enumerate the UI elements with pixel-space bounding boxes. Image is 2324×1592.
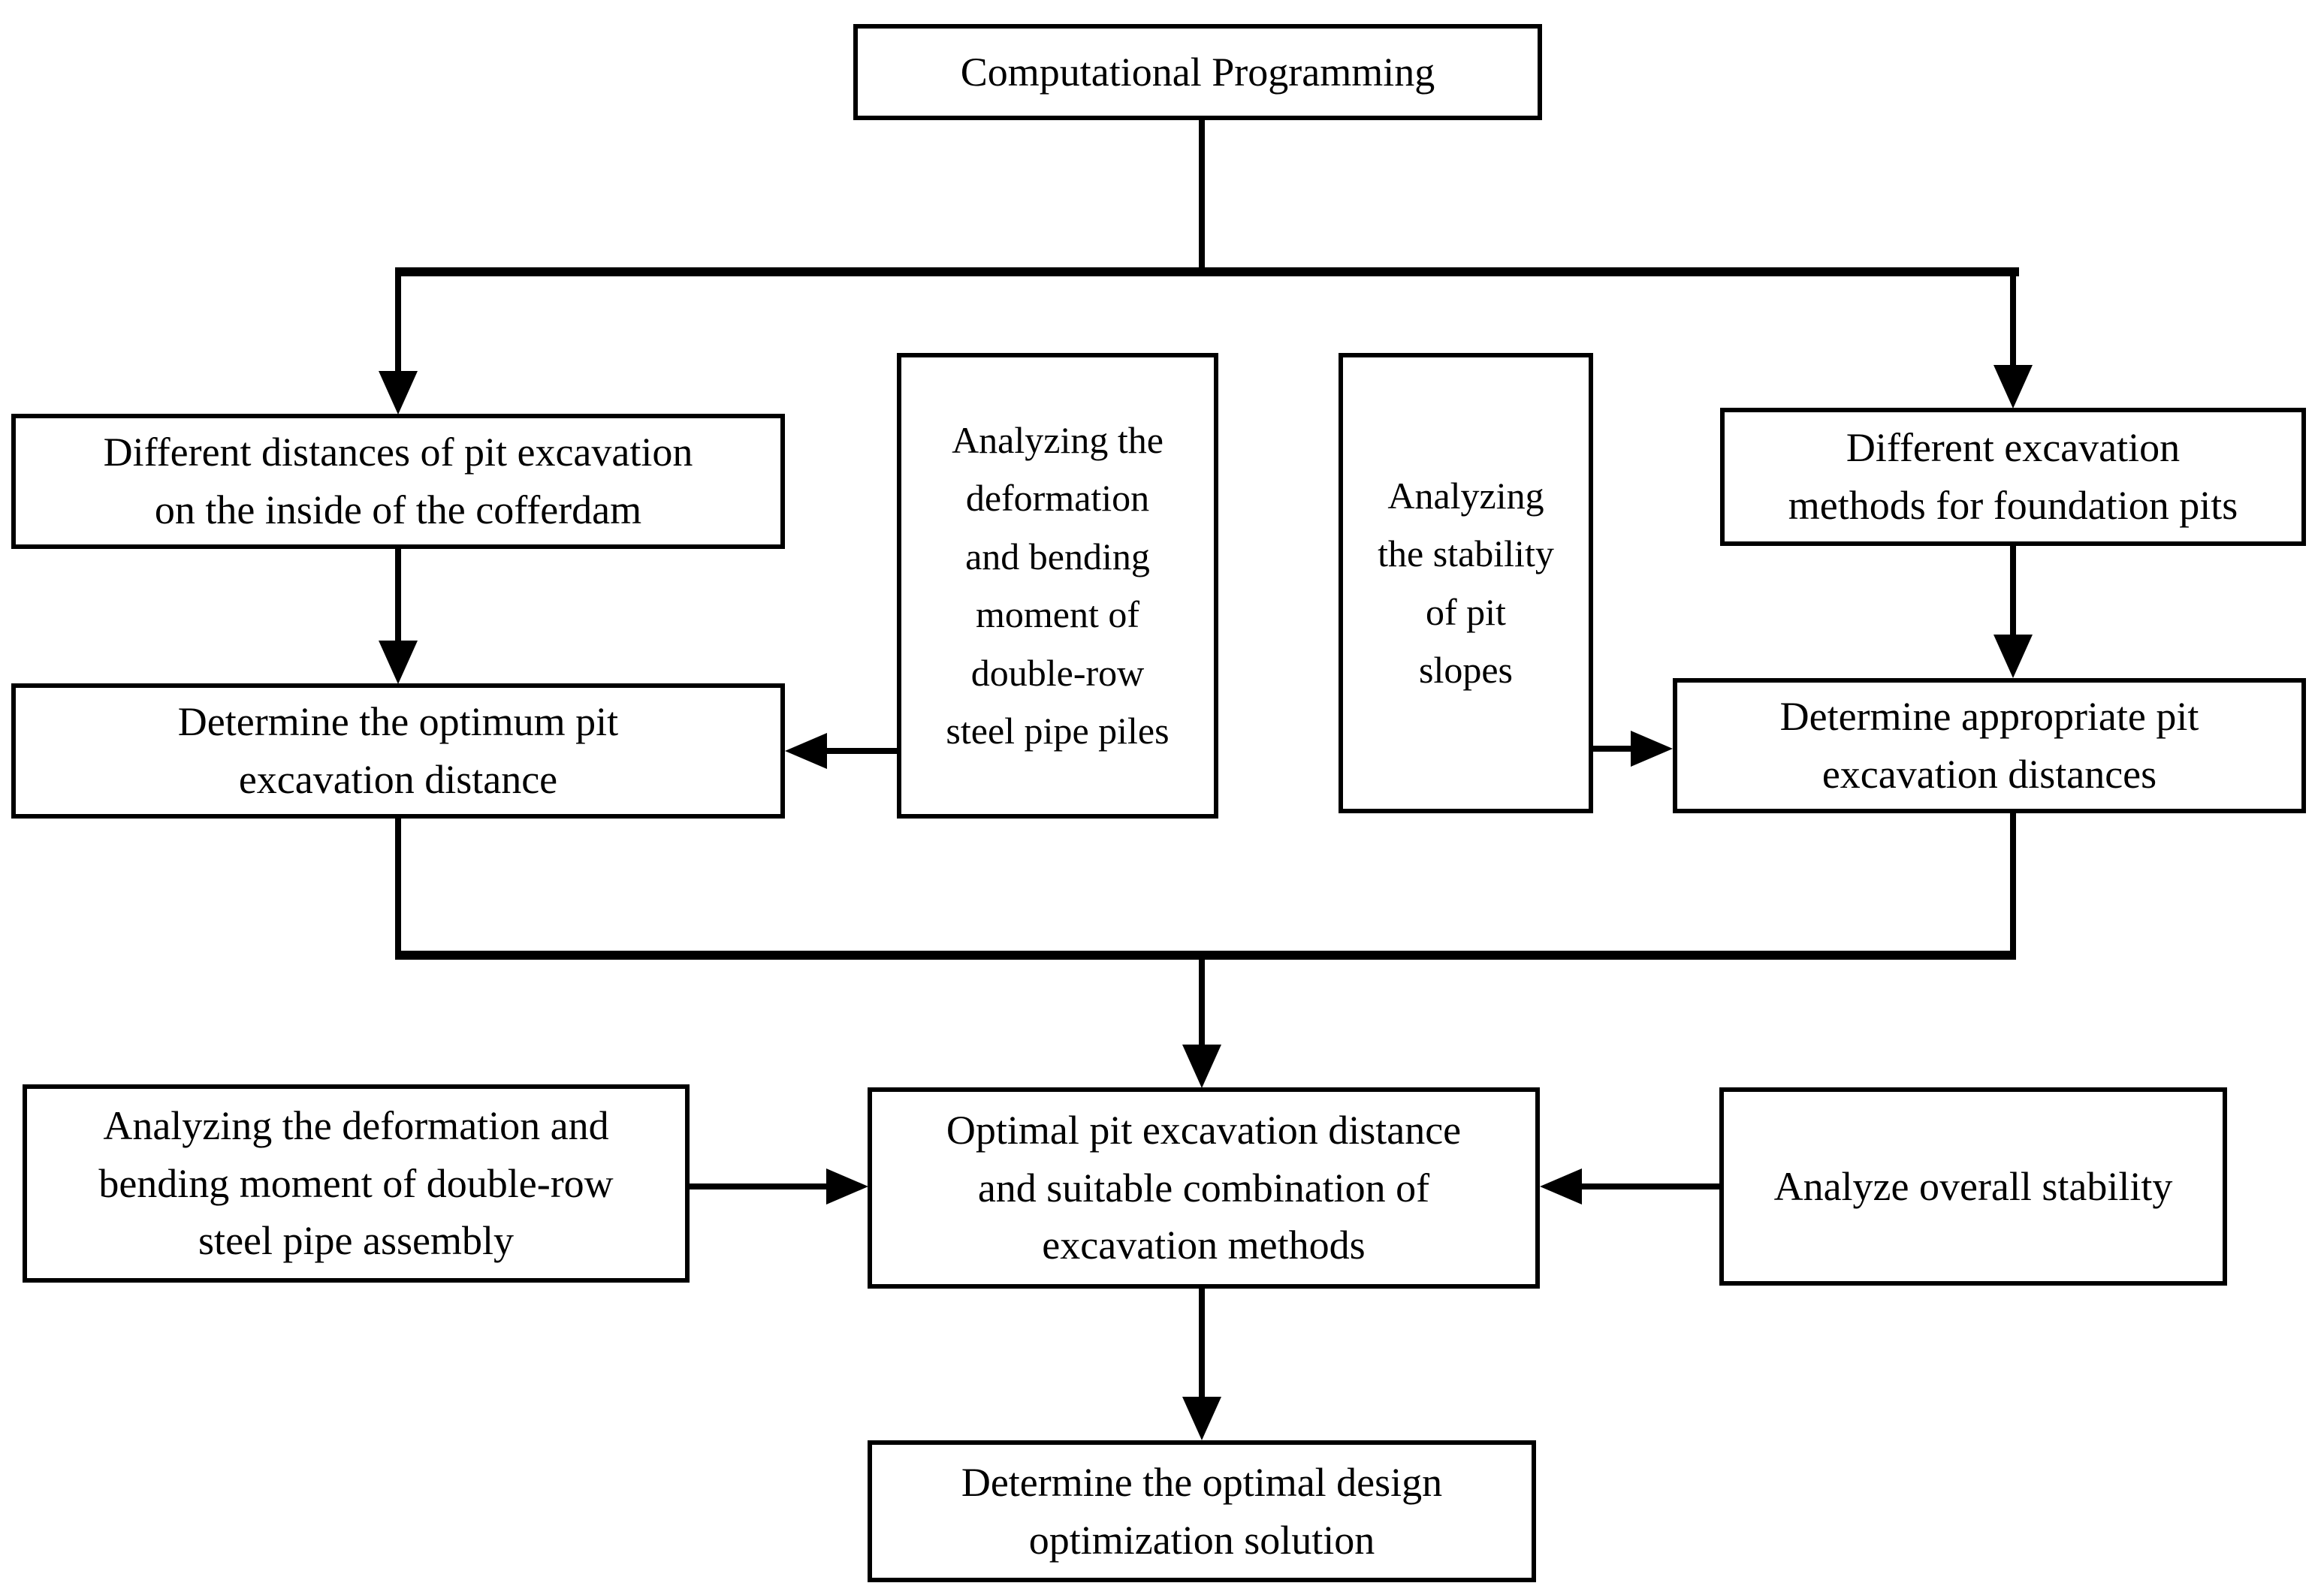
node-determine-optimum: Determine the optimum pit excavation dis… — [11, 683, 785, 819]
connector-piles-to-optimum — [826, 748, 897, 754]
connector-left-drop — [395, 267, 401, 372]
node-label: Determine the optimal design optimizatio… — [961, 1459, 1443, 1563]
node-analyzing-piles: Analyzing the deformation and bending mo… — [897, 353, 1218, 819]
node-label: Analyzing the stability of pit slopes — [1378, 474, 1554, 692]
connector-distances-to-optimum — [395, 549, 401, 644]
connector-assembly-to-combination — [690, 1183, 829, 1189]
connector-optimum-down — [395, 819, 401, 960]
connector-top-stem — [1199, 120, 1205, 272]
node-label: Optimal pit excavation distance and suit… — [946, 1107, 1462, 1268]
connector-appropriate-down — [2010, 813, 2016, 960]
node-analyze-overall: Analyze overall stability — [1719, 1087, 2227, 1286]
connector-merge-bar — [395, 951, 2016, 960]
connector-overall-to-combination — [1582, 1183, 1719, 1189]
node-computational-programming: Computational Programming — [853, 24, 1542, 120]
node-analyzing-slopes: Analyzing the stability of pit slopes — [1339, 353, 1593, 813]
node-different-methods: Different excavation methods for foundat… — [1720, 408, 2306, 546]
node-different-distances: Different distances of pit excavation on… — [11, 414, 785, 549]
arrowhead-slopes-into-appropriate — [1631, 731, 1673, 767]
node-label: Different excavation methods for foundat… — [1788, 425, 2238, 528]
node-label: Analyzing the deformation and bending mo… — [946, 418, 1170, 752]
node-determine-optimal-design: Determine the optimal design optimizatio… — [868, 1440, 1536, 1582]
connector-merge-stem — [1199, 960, 1205, 1046]
arrowhead-into-determine-optimum — [379, 641, 418, 684]
connector-slopes-to-appropriate — [1593, 746, 1632, 752]
arrowhead-assembly-into-combination — [826, 1168, 868, 1205]
node-label: Determine appropriate pit excavation dis… — [1779, 694, 2199, 797]
arrowhead-into-different-methods — [1994, 365, 2033, 409]
connector-combination-to-design — [1199, 1289, 1205, 1398]
node-label: Computational Programming — [960, 49, 1435, 95]
arrowhead-into-optimal-design — [1182, 1397, 1221, 1440]
node-label: Determine the optimum pit excavation dis… — [177, 699, 619, 802]
node-label: Analyzing the deformation and bending mo… — [98, 1102, 614, 1264]
arrowhead-into-different-distances — [379, 371, 418, 415]
connector-methods-to-appropriate — [2010, 546, 2016, 636]
arrowhead-piles-into-optimum — [785, 733, 827, 769]
arrowhead-overall-into-combination — [1540, 1168, 1582, 1205]
node-determine-appropriate: Determine appropriate pit excavation dis… — [1673, 678, 2306, 813]
arrowhead-into-optimal-combination-top — [1182, 1045, 1221, 1088]
connector-top-split-bar — [395, 267, 2019, 276]
node-optimal-combination: Optimal pit excavation distance and suit… — [868, 1087, 1540, 1289]
node-label: Analyze overall stability — [1773, 1163, 2173, 1209]
node-label: Different distances of pit excavation on… — [103, 430, 693, 532]
node-analyzing-assembly: Analyzing the deformation and bending mo… — [23, 1084, 690, 1283]
connector-right-drop — [2010, 267, 2016, 366]
arrowhead-into-determine-appropriate — [1994, 635, 2033, 678]
